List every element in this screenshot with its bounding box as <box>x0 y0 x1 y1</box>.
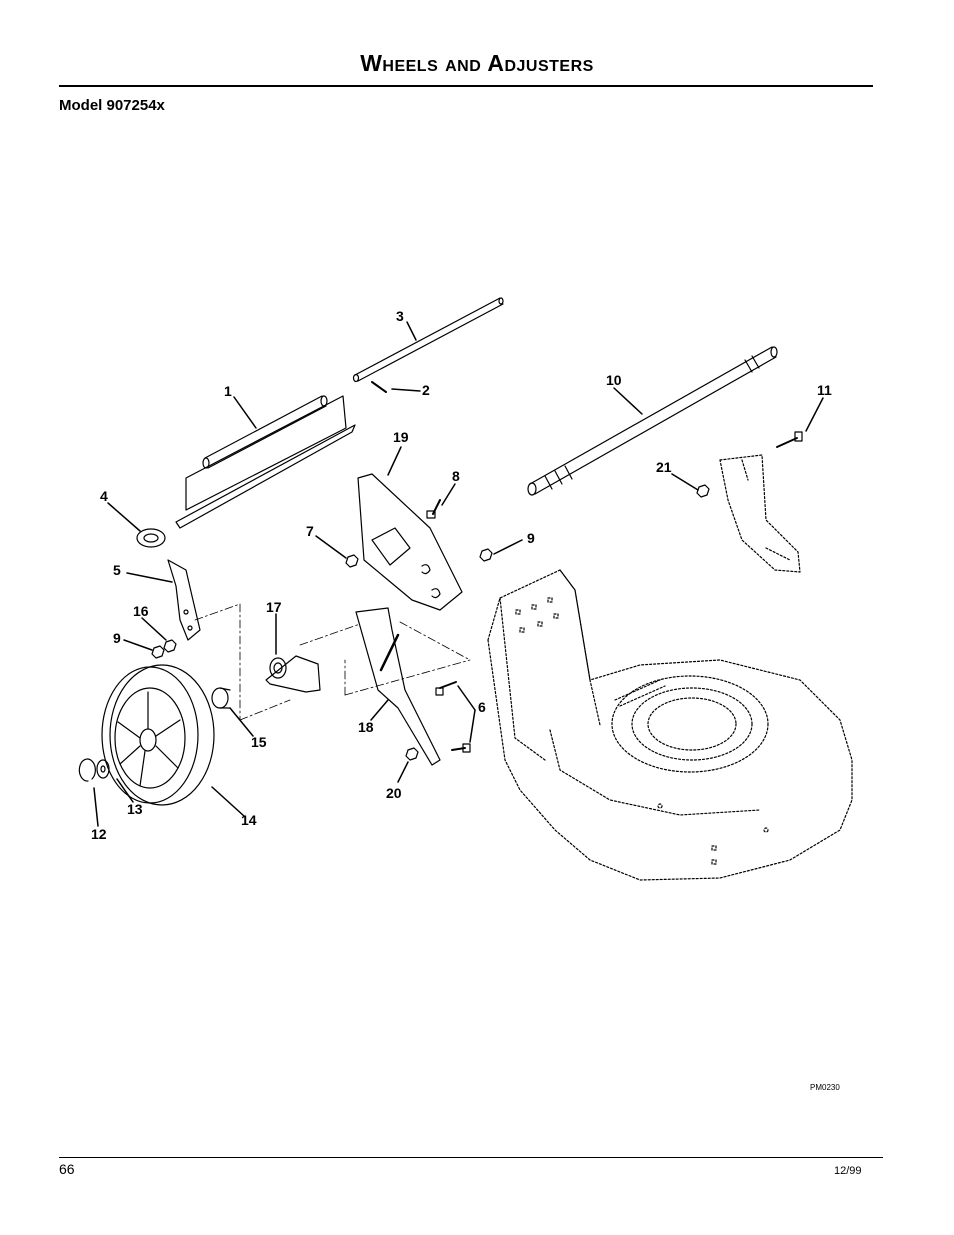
callout-9-right: 9 <box>527 530 535 546</box>
callout-13: 13 <box>127 801 143 817</box>
callout-10: 10 <box>606 372 622 388</box>
callout-5: 5 <box>113 562 121 578</box>
title-rule <box>59 85 873 87</box>
part-nut-9-right <box>479 548 493 562</box>
part-clip-12 <box>78 758 96 782</box>
part-nut-7 <box>345 554 359 568</box>
callout-8: 8 <box>452 468 460 484</box>
part-axle-10 <box>527 346 778 496</box>
callout-7: 7 <box>306 523 314 539</box>
part-nut-21 <box>696 484 710 498</box>
page-title: Wheels and Adjusters <box>360 50 594 76</box>
leader-lines <box>93 321 824 827</box>
callout-4: 4 <box>100 488 108 504</box>
page-number: 66 <box>59 1161 75 1177</box>
mower-deck <box>487 569 853 881</box>
callout-17: 17 <box>266 599 282 615</box>
callout-1: 1 <box>224 383 232 399</box>
part-nut-9-left <box>151 645 165 659</box>
part-adjuster-18 <box>355 607 441 766</box>
part-wheel-14 <box>101 664 215 806</box>
revision-date: 12/99 <box>834 1165 862 1177</box>
callout-12: 12 <box>91 826 107 842</box>
callout-2: 2 <box>422 382 430 398</box>
callout-15: 15 <box>251 734 267 750</box>
part-bolt-6-lower <box>451 743 471 753</box>
part-pivot-17 <box>265 655 321 693</box>
part-right-bracket <box>719 454 801 573</box>
part-nut-16 <box>163 639 177 653</box>
part-bolt-6-upper <box>435 681 457 696</box>
diagram-code: PM0230 <box>810 1083 840 1092</box>
part-bolt-8 <box>426 499 441 519</box>
callout-6: 6 <box>478 699 486 715</box>
callout-21: 21 <box>656 459 672 475</box>
part-bracket-5 <box>167 559 201 641</box>
callout-labels: 1 2 3 4 5 6 7 8 9 9 10 11 12 13 14 15 16… <box>91 308 832 842</box>
assembly-lines <box>194 603 471 721</box>
part-bushing-4 <box>136 528 166 548</box>
callout-3: 3 <box>396 308 404 324</box>
model-heading: Model 907254x <box>59 97 165 114</box>
part-nut-20 <box>405 747 419 761</box>
footer-rule <box>59 1157 883 1158</box>
callout-14: 14 <box>241 812 257 828</box>
callout-18: 18 <box>358 719 374 735</box>
callout-9-left: 9 <box>113 630 121 646</box>
part-flap-1 <box>175 395 356 529</box>
callout-11: 11 <box>817 382 832 398</box>
part-rod-3 <box>352 297 504 383</box>
callout-19: 19 <box>393 429 409 445</box>
callout-16: 16 <box>133 603 149 619</box>
callout-20: 20 <box>386 785 402 801</box>
part-washer-13 <box>96 759 110 779</box>
part-spacer-15 <box>211 687 231 709</box>
part-bracket-19 <box>357 473 463 611</box>
part-pin-2 <box>371 381 387 393</box>
part-bolt-11 <box>776 431 803 448</box>
